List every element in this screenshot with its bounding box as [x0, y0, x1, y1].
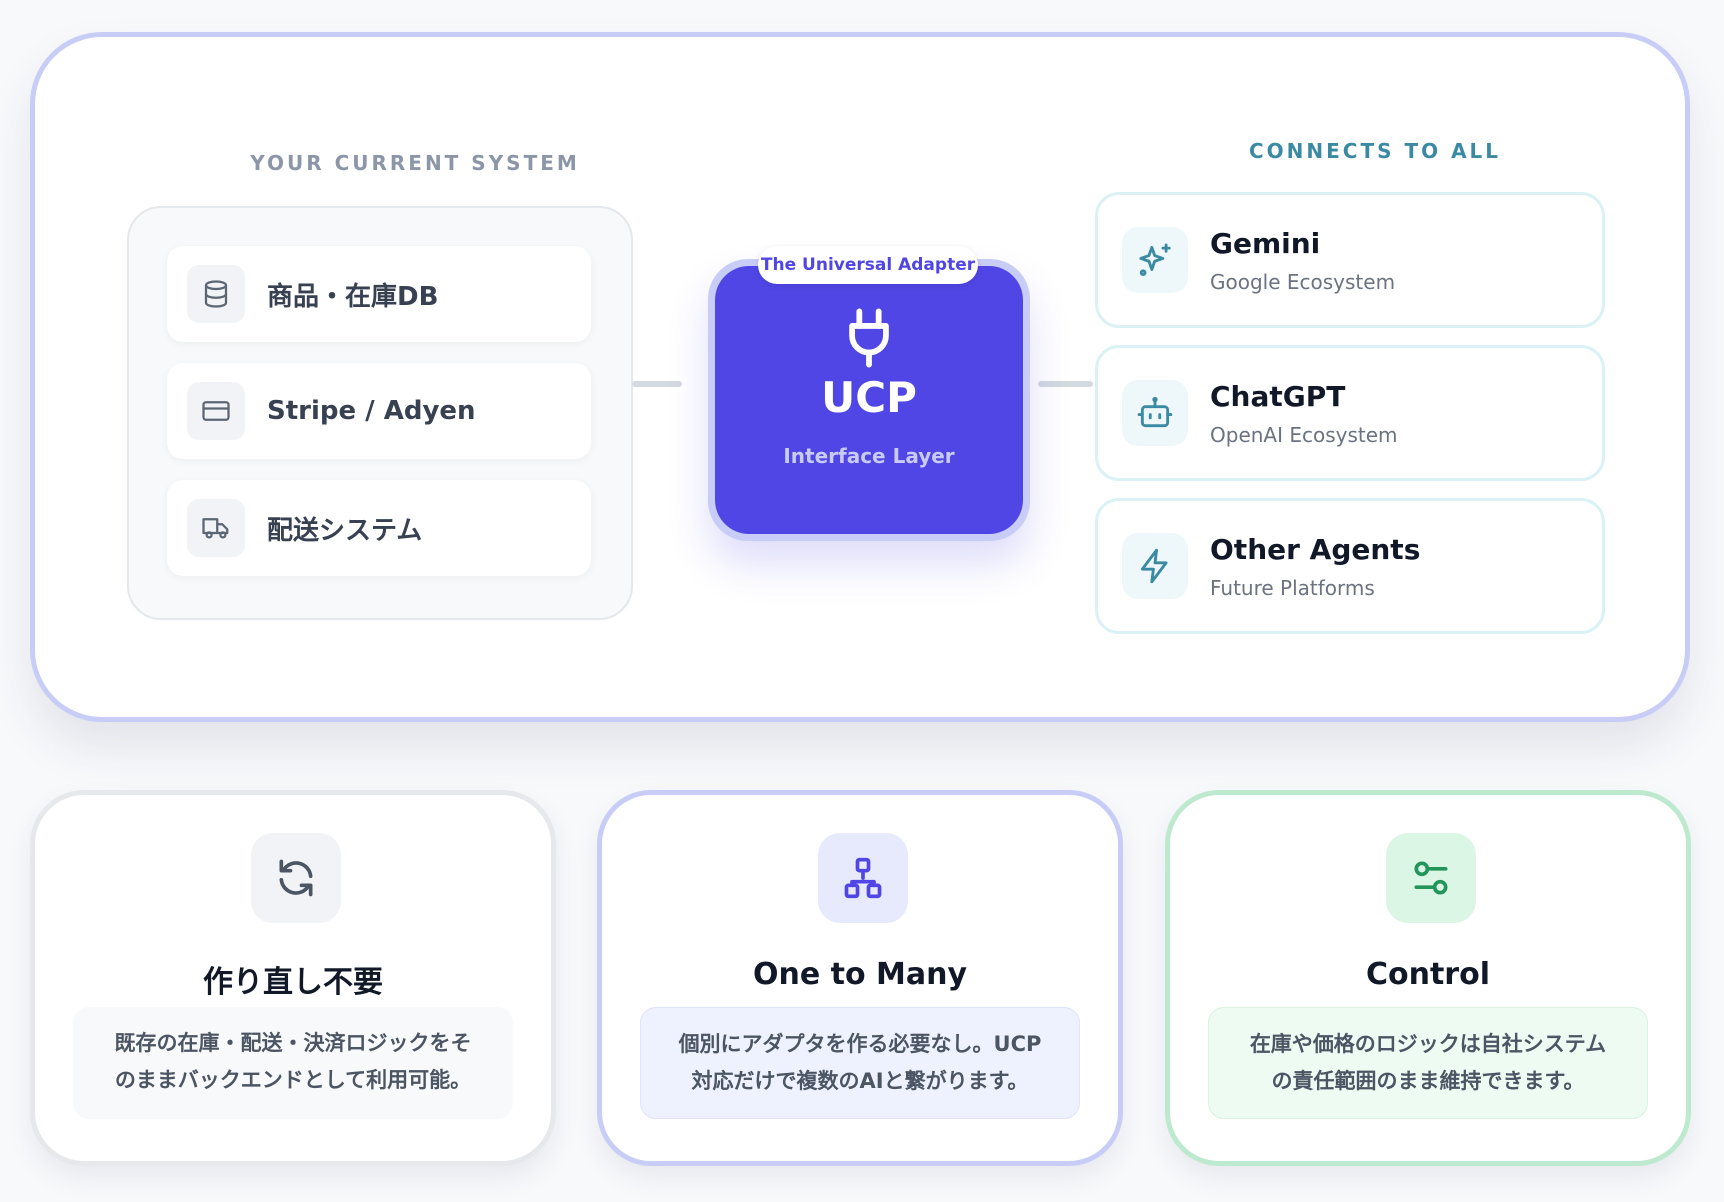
- system-item-shipping: 配送システム: [167, 480, 591, 576]
- ucp-adapter-core: The Universal Adapter UCP Interface Laye…: [715, 246, 1023, 534]
- feature-description-line: 個別にアダプタを作る必要なし。UCP: [678, 1032, 1042, 1056]
- feature-card-control: Control 在庫や価格のロジックは自社システム の責任範囲のまま維持できます…: [1165, 790, 1691, 1166]
- agent-card-other-agents: Other Agents Future Platforms: [1095, 498, 1605, 634]
- bot-icon: [1122, 380, 1188, 446]
- feature-card-one-to-many: One to Many 個別にアダプタを作る必要なし。UCP 対応だけで複数のA…: [597, 790, 1123, 1166]
- feature-description-line: の責任範囲のまま維持できます。: [1271, 1069, 1585, 1093]
- truck-icon: [187, 499, 245, 557]
- agent-name: ChatGPT: [1210, 379, 1346, 413]
- feature-description-line: 在庫や価格のロジックは自社システム: [1249, 1032, 1607, 1056]
- feature-title: Control: [1365, 957, 1490, 992]
- agent-ecosystem: Future Platforms: [1210, 575, 1375, 600]
- network-icon: [818, 833, 908, 923]
- sparkle-icon: [1122, 227, 1188, 293]
- lightning-icon: [1122, 533, 1188, 599]
- feature-description-line: 対応だけで複数のAIと繋がります。: [691, 1069, 1029, 1093]
- agent-ecosystem: Google Ecosystem: [1210, 269, 1396, 294]
- feature-description: 既存の在庫・配送・決済ロジックをそ のままバックエンドとして利用可能。: [73, 1007, 513, 1119]
- feature-description-line: のままバックエンドとして利用可能。: [114, 1068, 472, 1092]
- agent-name: Other Agents: [1210, 532, 1421, 566]
- system-item-payment: Stripe / Adyen: [167, 363, 591, 459]
- agent-card-chatgpt: ChatGPT OpenAI Ecosystem: [1095, 345, 1605, 481]
- ucp-title: UCP: [821, 373, 917, 422]
- feature-description-line: 既存の在庫・配送・決済ロジックをそ: [114, 1031, 472, 1055]
- current-system-title: YOUR CURRENT SYSTEM: [250, 151, 580, 175]
- feature-description: 個別にアダプタを作る必要なし。UCP 対応だけで複数のAIと繋がります。: [640, 1007, 1080, 1119]
- feature-description: 在庫や価格のロジックは自社システム の責任範囲のまま維持できます。: [1208, 1007, 1648, 1119]
- feature-title: 作り直し不要: [203, 965, 383, 1000]
- agent-name: Gemini: [1210, 226, 1321, 260]
- system-item-label: 商品・在庫DB: [267, 281, 439, 312]
- feature-card-no-rebuild: 作り直し不要 既存の在庫・配送・決済ロジックをそ のままバックエンドとして利用可…: [30, 790, 556, 1166]
- credit-card-icon: [187, 382, 245, 440]
- feature-title: One to Many: [752, 957, 968, 992]
- system-item-product-db: 商品・在庫DB: [167, 246, 591, 342]
- sliders-icon: [1386, 833, 1476, 923]
- architecture-diagram-panel: YOUR CURRENT SYSTEM 商品・在庫DB: [30, 32, 1690, 722]
- agent-card-gemini: Gemini Google Ecosystem: [1095, 192, 1605, 328]
- ucp-adapter-node: The Universal Adapter UCP Interface Laye…: [708, 246, 1030, 541]
- plug-icon: [840, 306, 898, 374]
- system-item-label: Stripe / Adyen: [267, 396, 476, 426]
- connector-line-right: [1038, 381, 1093, 387]
- ucp-subtitle: Interface Layer: [783, 444, 955, 468]
- connector-line-left: [632, 381, 682, 387]
- connects-to-all-title: CONNECTS TO ALL: [1248, 139, 1502, 163]
- agent-ecosystem: OpenAI Ecosystem: [1210, 422, 1398, 447]
- universal-adapter-badge: The Universal Adapter: [758, 246, 978, 284]
- current-system-box: 商品・在庫DB Stripe / Adyen: [127, 206, 633, 620]
- refresh-icon: [251, 833, 341, 923]
- database-icon: [187, 265, 245, 323]
- system-item-label: 配送システム: [267, 515, 423, 546]
